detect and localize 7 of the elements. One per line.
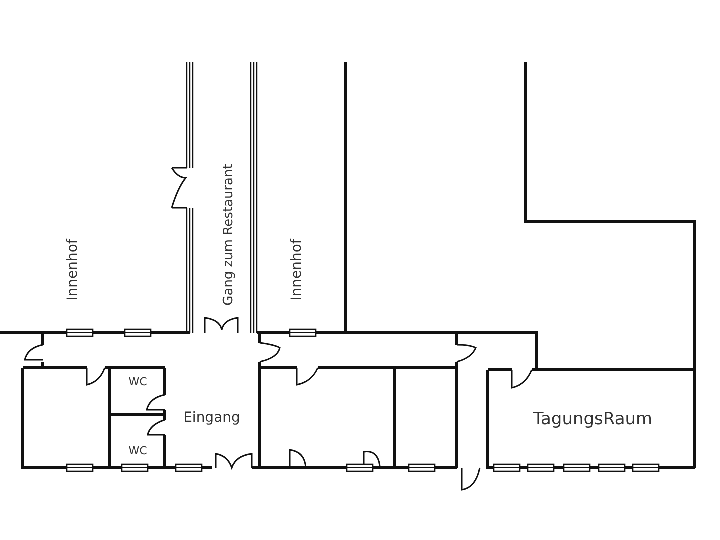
room-label: TagungsRaum [533,412,653,428]
room-label: Innenhof [290,239,304,301]
room-label: Gang zum Restaurant [222,164,236,306]
room-label: Eingang [184,411,240,425]
room-label: WC [128,446,148,456]
room-label: Innenhof [66,239,80,301]
room-label: WC [128,376,148,388]
